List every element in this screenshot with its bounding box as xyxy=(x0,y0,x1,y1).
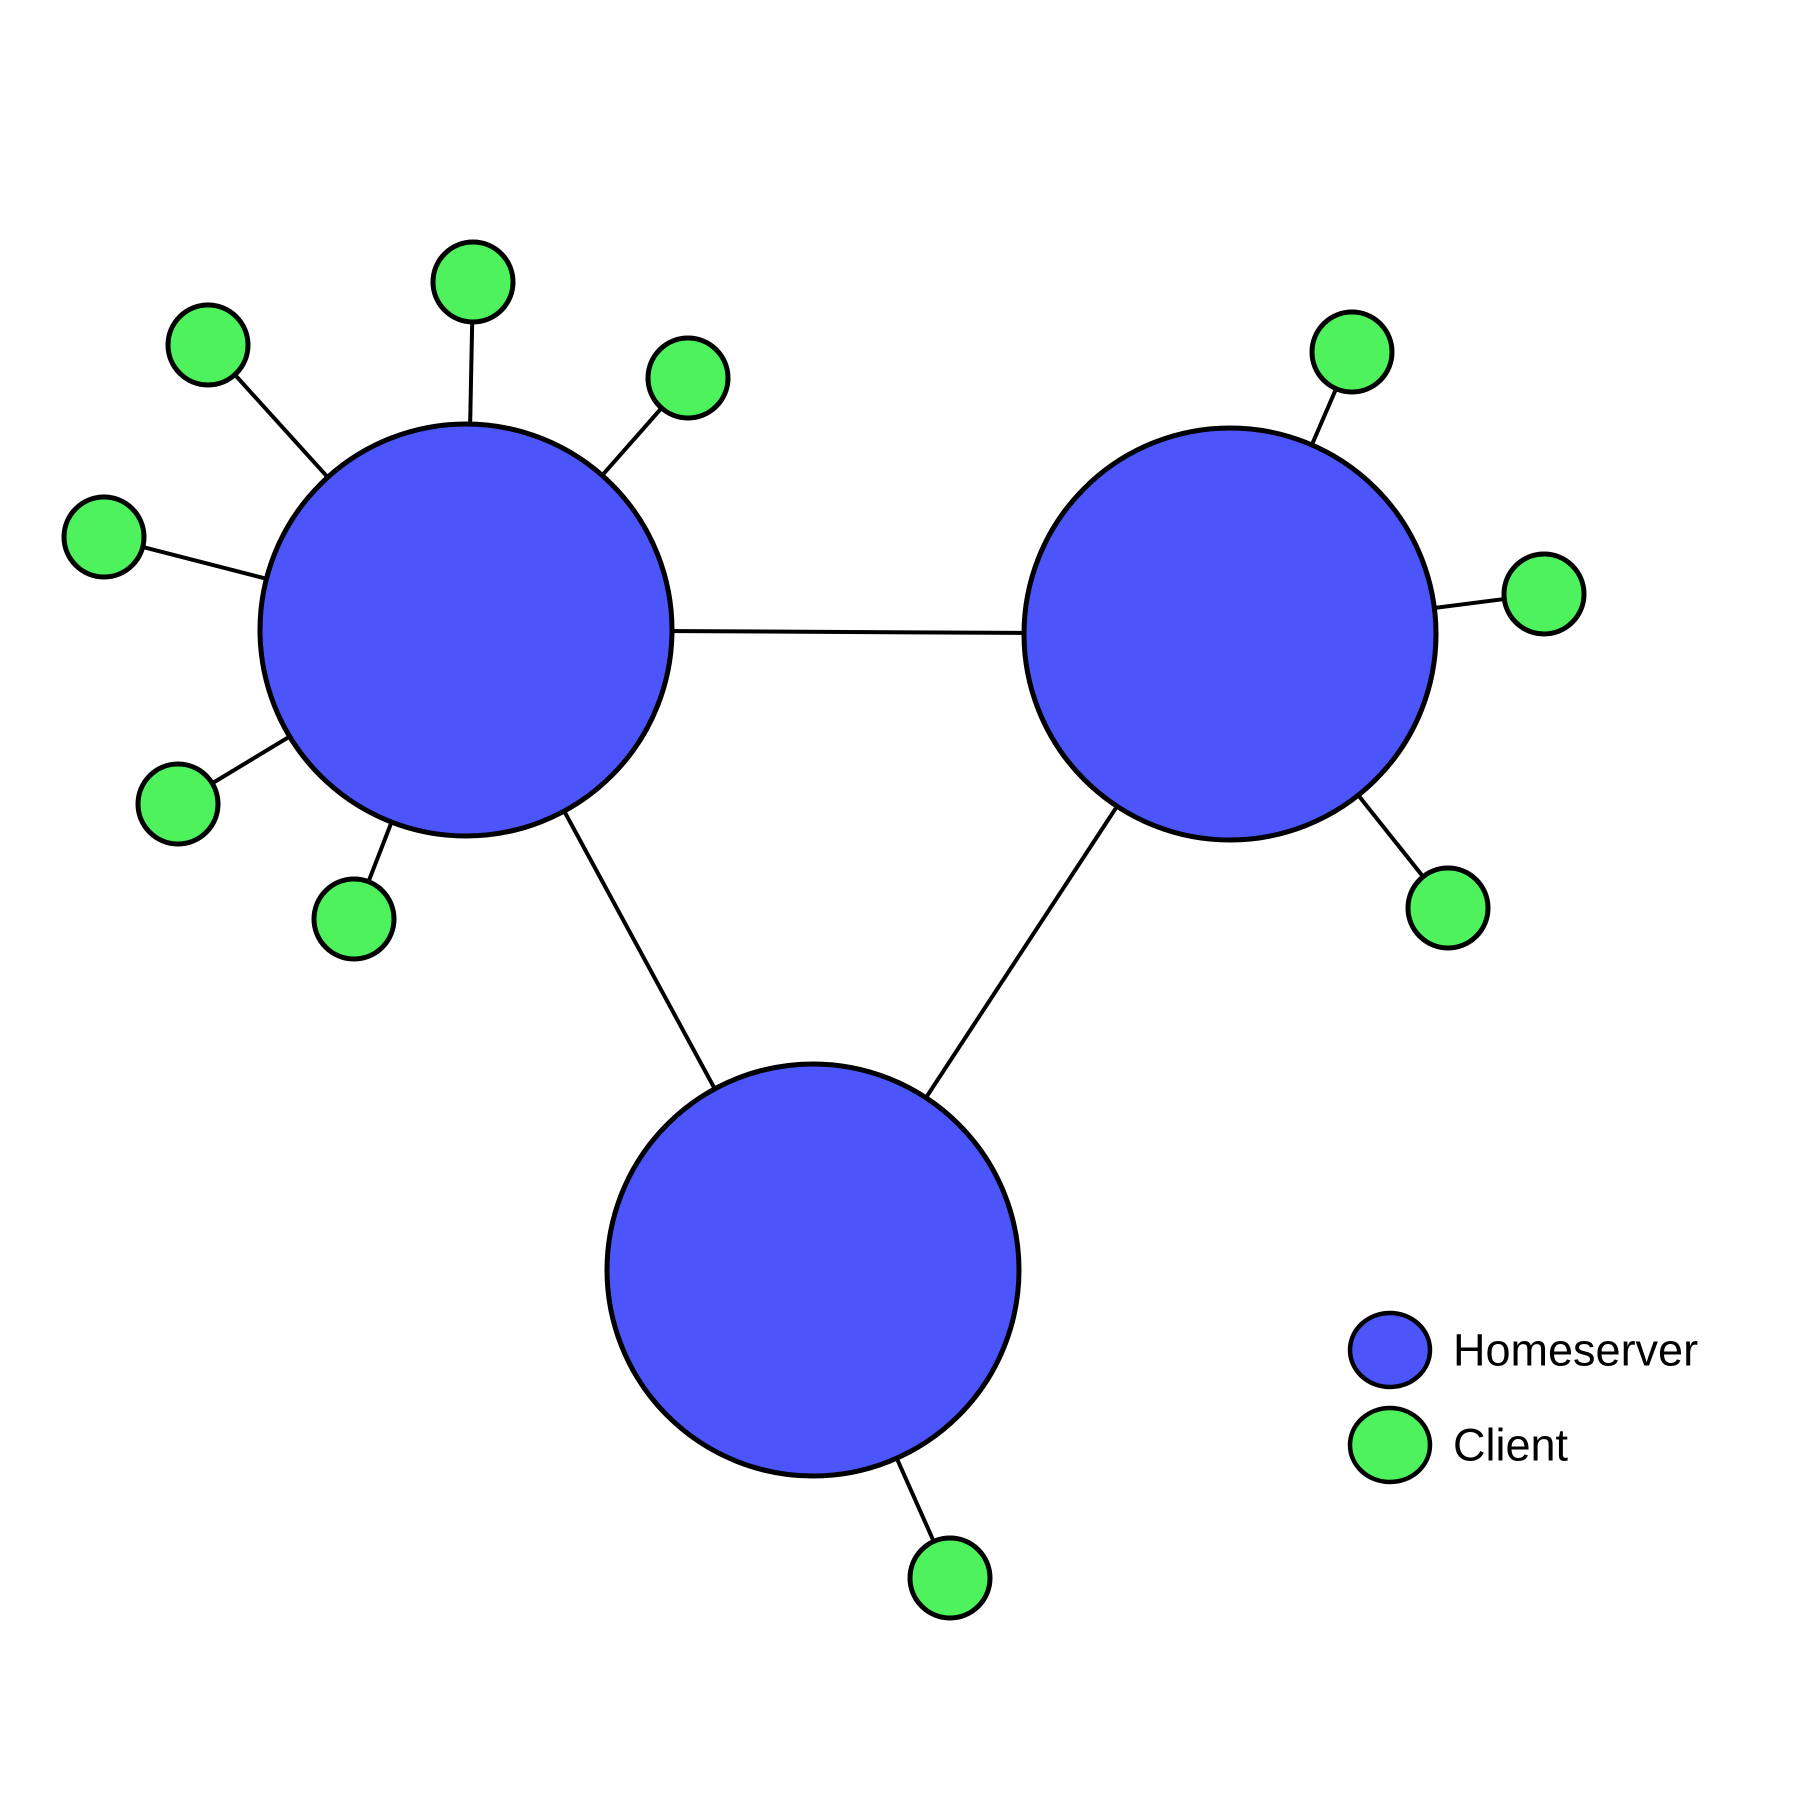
client-node xyxy=(1309,309,1395,395)
client-node xyxy=(1501,551,1587,637)
homeserver-node xyxy=(604,1061,1022,1479)
homeserver-node xyxy=(1021,425,1439,843)
legend-client-swatch xyxy=(1347,1405,1433,1485)
legend-homeserver-swatch xyxy=(1347,1310,1433,1390)
client-node xyxy=(430,239,516,325)
legend-client-label: Client xyxy=(1453,1420,1569,1471)
client-node xyxy=(165,302,251,388)
client-node xyxy=(311,876,397,962)
client-node xyxy=(645,335,731,421)
client-node xyxy=(61,494,147,580)
client-node xyxy=(1405,865,1491,951)
nodes-layer xyxy=(61,239,1587,1621)
legend: Homeserver Client xyxy=(1347,1310,1698,1485)
legend-homeserver-label: Homeserver xyxy=(1453,1325,1698,1376)
client-node xyxy=(907,1535,993,1621)
client-node xyxy=(135,761,221,847)
homeserver-node xyxy=(257,421,675,839)
